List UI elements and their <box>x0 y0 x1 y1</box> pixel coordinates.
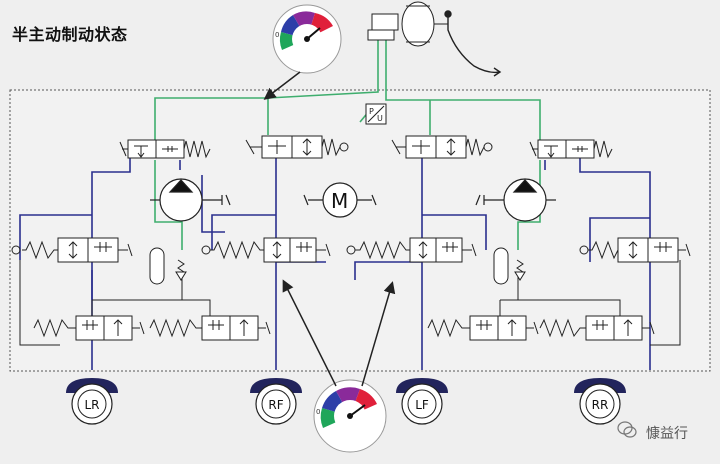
valve-mid-center-right <box>346 237 477 263</box>
svg-text:0: 0 <box>316 408 320 416</box>
valve-mid-center-left <box>201 237 331 263</box>
valve-top-center-left <box>245 135 349 159</box>
wheel-rf <box>250 378 302 425</box>
valve-mid-left <box>11 237 133 263</box>
wheel-label-rf: RF <box>268 398 283 412</box>
valve-mid-right <box>579 237 691 263</box>
svg-text:0: 0 <box>275 31 279 39</box>
svg-text:U: U <box>377 114 383 123</box>
hydraulic-pump-icon <box>150 178 231 222</box>
svg-text:P: P <box>369 107 374 116</box>
accumulator-icon <box>149 247 187 285</box>
wheel-lf <box>396 378 448 425</box>
valve-top-left <box>119 139 211 159</box>
motor-label: M <box>331 189 348 213</box>
accumulator-icon <box>493 247 526 285</box>
pressure-sensor-icon: P U <box>365 103 387 125</box>
gauge-arrow-top <box>263 71 301 100</box>
wheel-label-lr: LR <box>84 398 99 412</box>
diagram-title: 半主动制动状态 <box>12 25 128 44</box>
valve-bottom-lf-2 <box>539 315 655 341</box>
valve-bottom-lr-1 <box>33 315 145 341</box>
wheel-rr <box>574 378 626 425</box>
valve-top-center-right <box>391 135 493 159</box>
valve-bottom-lf-1 <box>427 315 539 341</box>
pressure-gauge-icon: 0 <box>272 4 342 74</box>
brake-booster-icon <box>367 1 448 47</box>
watermark-text: 慷益行 <box>646 426 688 442</box>
electric-motor-icon <box>303 182 377 218</box>
wheel-lr <box>66 378 118 425</box>
wheel-label-lf: LF <box>415 398 429 412</box>
gauge-arrow-lf <box>361 281 396 387</box>
valve-top-right <box>529 139 613 159</box>
pressure-gauge-icon: 0 <box>313 379 387 453</box>
wheel-label-rr: RR <box>592 398 609 412</box>
valve-bottom-lr-2 <box>149 315 271 341</box>
wechat-icon <box>617 421 637 438</box>
hydraulic-pump-icon <box>475 178 556 222</box>
gauge-arrow-rf <box>282 279 337 387</box>
brake-pedal-icon <box>444 10 502 77</box>
